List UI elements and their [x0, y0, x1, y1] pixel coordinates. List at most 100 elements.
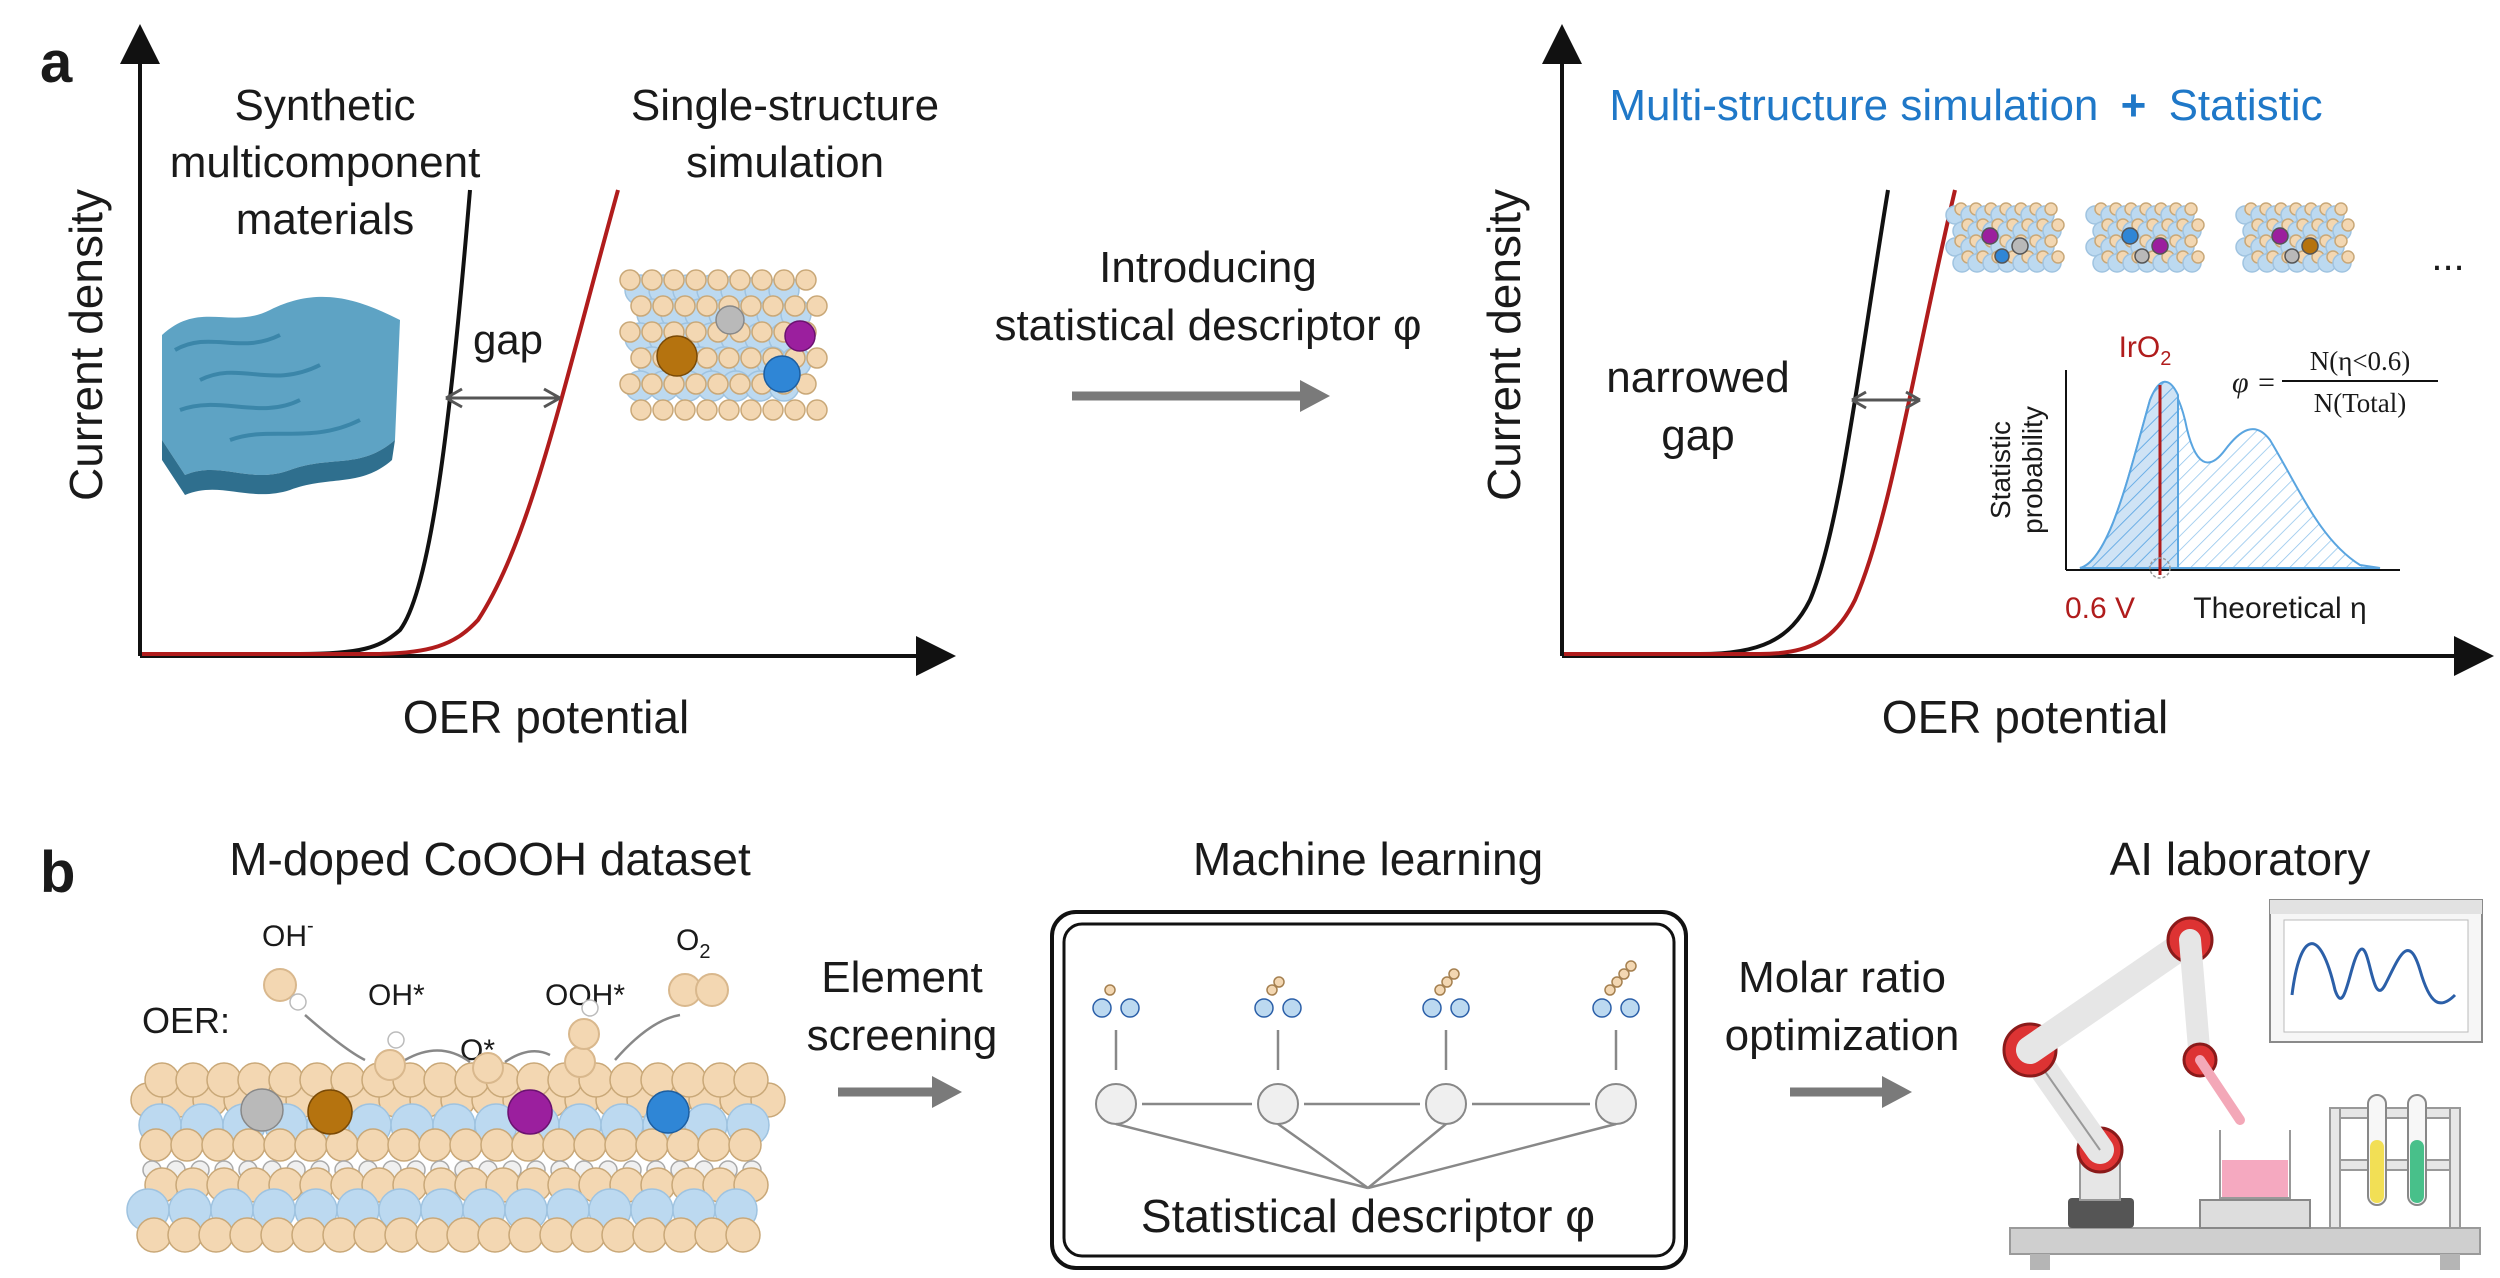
slab-atom: [387, 1128, 421, 1162]
machine-learning-block: Machine learning Statistical descriptor …: [1050, 833, 1688, 1270]
slab-surface-oxygen: [144, 1062, 180, 1098]
lab-bench: [2009, 1227, 2481, 1255]
intro-line2: statistical descriptor φ: [994, 301, 1421, 350]
ml-molecule-atom: [1254, 998, 1274, 1018]
oh-minus-text: OH: [262, 920, 307, 953]
left-plot: Current density OER potential Synthetic …: [60, 24, 956, 743]
formula-denominator: N(Total): [2314, 388, 2407, 418]
right-title: Multi-structure simulation + Statistic: [1609, 81, 2322, 130]
ml-molecule-ligand: [1441, 976, 1453, 988]
monitor-window: [2269, 899, 2483, 1043]
ml-molecule-ligand: [1611, 976, 1623, 988]
panel-a-label: a: [40, 30, 73, 95]
thumb-oxygen-atom: [2184, 202, 2198, 216]
ml-molecule-ligand: [1104, 984, 1116, 996]
oxygen-atom: [784, 295, 806, 317]
ml-molecule-ligand: [1618, 968, 1630, 980]
slab-dopant-brown: [307, 1089, 353, 1135]
inset-y-label-line1: Statistic: [1985, 421, 2016, 519]
slab-atom: [170, 1128, 204, 1162]
slab-atom: [263, 1128, 297, 1162]
oxygen-atom: [685, 269, 707, 291]
ml-molecule-ligand: [1448, 968, 1460, 980]
left-y-label: Current density: [60, 189, 112, 501]
oxygen-atom: [619, 373, 641, 395]
oxygen-atom: [751, 321, 773, 343]
thumb-dopant: [2121, 227, 2139, 245]
slab-surface-oxygen: [609, 1062, 645, 1098]
oxygen-atom: [641, 269, 663, 291]
thumb-oxygen-atom: [2334, 202, 2348, 216]
single-structure-image: [619, 269, 828, 421]
ml-node: [1425, 1083, 1467, 1125]
thumb-oxygen-atom: [2051, 250, 2065, 264]
oxygen-atom: [784, 399, 806, 421]
slab-atom: [139, 1128, 173, 1162]
oxygen-atom: [696, 347, 718, 369]
ml-molecule-atom: [1120, 998, 1140, 1018]
oxygen-atom: [762, 399, 784, 421]
slab-surface-oxygen: [702, 1062, 738, 1098]
slab-atom: [353, 1217, 389, 1253]
slab-atom: [542, 1128, 576, 1162]
oxygen-atom: [773, 269, 795, 291]
oxygen-atom: [619, 269, 641, 291]
narrowed-gap-heads: [1851, 390, 1921, 410]
right-multi-curve: [1564, 189, 1957, 656]
ml-box-inner: [1062, 922, 1676, 1258]
synthetic-curve: [142, 189, 472, 656]
slab-surface-oxygen: [175, 1062, 211, 1098]
oxygen-atom: [674, 295, 696, 317]
molar-line2: optimization: [1725, 1011, 1960, 1060]
intro-arrow-head: [1300, 380, 1330, 412]
oxygen-atom: [806, 295, 828, 317]
screening-line1: Element: [821, 953, 982, 1002]
molar-ratio-step: Molar ratio optimization: [1725, 953, 1960, 1108]
slab-surface-oxygen: [733, 1062, 769, 1098]
thumb-oxygen-atom: [2341, 218, 2355, 232]
formula-numerator: N(η<0.6): [2310, 346, 2411, 376]
slab-atom: [632, 1217, 668, 1253]
oxygen-atom: [718, 347, 740, 369]
slab-atom: [294, 1128, 328, 1162]
oxygen-atom: [619, 321, 641, 343]
panel-b-label: b: [40, 840, 75, 905]
oxygen-atom: [740, 347, 762, 369]
thumbnails-ellipsis: ...: [2431, 235, 2464, 279]
formula-lhs: φ =: [2232, 366, 2276, 399]
ml-title: Machine learning: [1193, 833, 1543, 885]
oxygen-atom: [795, 269, 817, 291]
screening-line2: screening: [807, 1011, 998, 1060]
thumb-dopant: [2271, 227, 2289, 245]
narrowed-label-line1: narrowed: [1606, 353, 1789, 402]
dataset-title: M-doped CoOOH dataset: [229, 833, 751, 885]
slab-surface-oxygen: [423, 1062, 459, 1098]
ml-descriptor-link: [1115, 1122, 1369, 1190]
inset-x-label: Theoretical η: [2193, 592, 2366, 625]
slab-atom: [136, 1217, 172, 1253]
oh-minus-label: OH-: [262, 915, 314, 953]
oxygen-atom: [630, 295, 652, 317]
right-plot: Current density OER potential Multi-stru…: [1478, 24, 2494, 743]
ml-node: [1257, 1083, 1299, 1125]
right-x-label: OER potential: [1882, 691, 2168, 743]
oxygen-atom: [707, 269, 729, 291]
synthetic-label-line2: multicomponent: [170, 138, 481, 187]
single-structure-curve: [142, 189, 620, 656]
ml-descriptor-link: [1367, 1123, 1447, 1189]
slab-surface-oxygen: [671, 1062, 707, 1098]
right-synthetic-curve: [1564, 189, 1890, 656]
thumb-oxygen-atom: [2044, 234, 2058, 248]
gap-arrow-heads: [445, 387, 561, 409]
iro2-label: IrO2: [2119, 331, 2172, 370]
oxygen-atom: [806, 399, 828, 421]
thumb-dopant: [2284, 248, 2300, 264]
o2-sub: 2: [699, 941, 710, 963]
ml-node: [1595, 1083, 1637, 1125]
ml-descriptor-link: [1277, 1122, 1369, 1190]
ml-molecule-ligand: [1625, 960, 1637, 972]
slab-atom: [573, 1128, 607, 1162]
slab-atom: [663, 1217, 699, 1253]
oxygen-atom: [762, 295, 784, 317]
test-tube-rack: [2329, 1094, 2461, 1229]
